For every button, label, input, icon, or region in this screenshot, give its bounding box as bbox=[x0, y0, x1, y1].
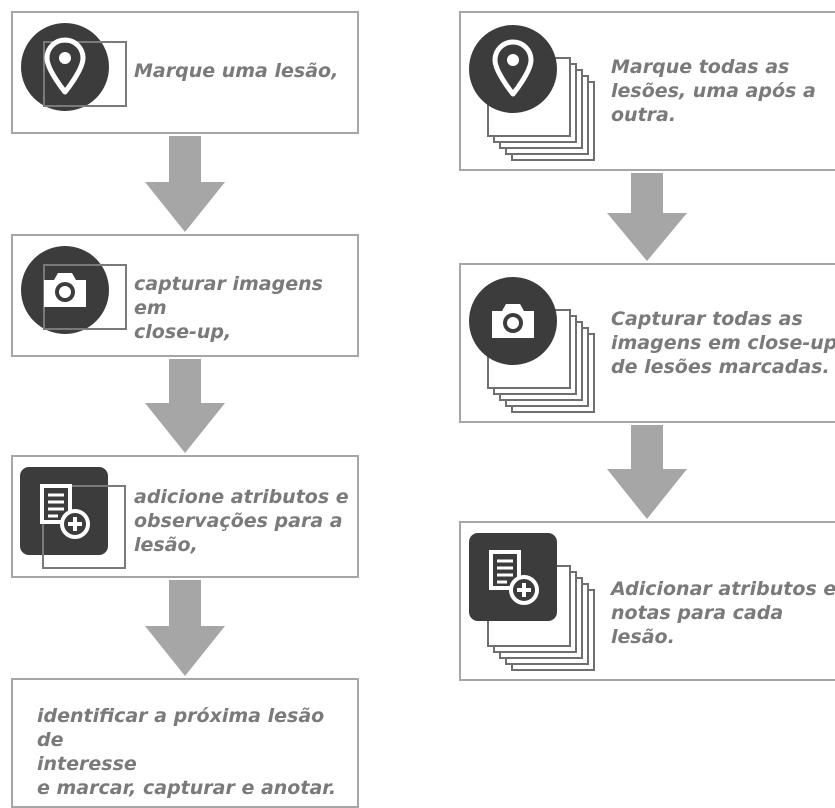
right-step-1-box: Marque todas as lesões, uma após a outra… bbox=[459, 11, 835, 171]
right-step-3-text: Adicionar atributos e notas para cada le… bbox=[611, 578, 835, 648]
right-step-3-box: Adicionar atributos e notas para cada le… bbox=[459, 521, 835, 681]
camera-icon bbox=[44, 273, 86, 307]
left-step-1-box: Marque uma lesão, bbox=[11, 11, 359, 134]
right-step-2-icon-group bbox=[469, 277, 599, 415]
left-step-4-text: identificar a próxima lesão de interesse… bbox=[37, 705, 337, 799]
left-arrow-2 bbox=[145, 359, 225, 453]
left-step-2-box: capturar imagens em close-up, bbox=[11, 234, 359, 357]
right-step-2-text: Capturar todas as imagens em close-up de… bbox=[611, 308, 835, 378]
add-note-icon bbox=[489, 550, 539, 605]
map-pin-icon bbox=[44, 37, 86, 95]
left-step-3-box: adicione atributos e observações para a … bbox=[11, 455, 359, 578]
left-step-3-text: adicione atributos e observações para a … bbox=[134, 486, 349, 556]
map-pin-icon bbox=[492, 39, 534, 97]
left-step-1-icon-overlay bbox=[43, 41, 127, 107]
right-step-1-icon-group bbox=[469, 25, 599, 163]
left-step-4-box: identificar a próxima lesão de interesse… bbox=[11, 678, 359, 808]
left-arrow-3 bbox=[145, 580, 225, 676]
left-step-3-icon-overlay bbox=[42, 485, 126, 569]
right-step-3-icon-bg bbox=[469, 533, 557, 621]
left-arrow-1 bbox=[145, 136, 225, 232]
right-arrow-2 bbox=[607, 425, 687, 519]
right-step-3-icon-group bbox=[469, 533, 599, 673]
right-step-2-box: Capturar todas as imagens em close-up de… bbox=[459, 263, 835, 423]
left-step-2-text: capturar imagens em close-up, bbox=[134, 273, 323, 343]
add-note-icon bbox=[40, 484, 90, 539]
left-step-2-icon-group bbox=[21, 246, 133, 346]
right-arrow-1 bbox=[607, 173, 687, 261]
left-step-3-icon-bg bbox=[20, 467, 108, 555]
left-step-3-icon-group bbox=[20, 467, 132, 571]
camera-icon bbox=[492, 304, 534, 338]
left-step-1-text: Marque uma lesão, bbox=[134, 60, 339, 82]
right-step-1-text: Marque todas as lesões, uma após a outra… bbox=[611, 56, 816, 126]
left-step-1-icon-group bbox=[21, 23, 133, 123]
